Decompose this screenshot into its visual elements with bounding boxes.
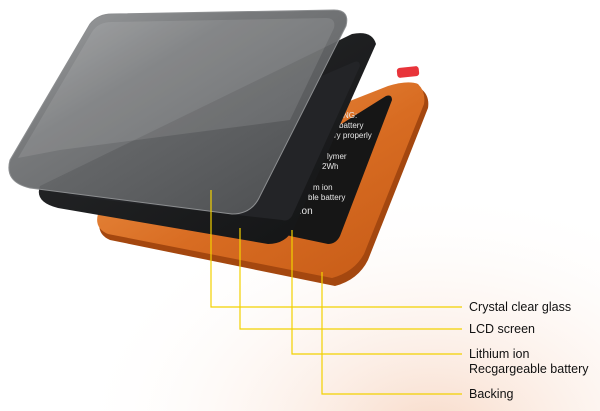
battery-print-1: NG: (343, 111, 357, 120)
label-backing: Backing (469, 387, 514, 401)
battery-print-8: -ion (296, 206, 313, 217)
battery-print-5: 2Wh (322, 162, 338, 171)
callout-lines (210, 190, 462, 395)
callout-line-battery (291, 230, 462, 355)
label-battery-line-1: Lithium ion (469, 347, 530, 361)
glass-layer (8, 9, 348, 215)
battery-print-7: ble battery (308, 193, 345, 202)
label-crystal-clear-glass: Crystal clear glass (469, 300, 572, 314)
battery-print-2: battery (339, 121, 363, 130)
red-component (396, 66, 420, 78)
callout-line-backing (321, 272, 462, 395)
battery-layer: NG: battery ry properly lymer 2Wh m ion … (281, 95, 392, 244)
battery-print-3: ry properly (334, 131, 372, 140)
label-lcd-screen: LCD screen (469, 322, 535, 336)
battery-print-6: m ion (313, 183, 333, 192)
callout-line-lcd (239, 228, 462, 330)
label-battery-line-2: Recgargeable battery (469, 362, 589, 376)
battery-print-4: lymer (327, 152, 347, 161)
callout-line-glass (210, 190, 462, 308)
